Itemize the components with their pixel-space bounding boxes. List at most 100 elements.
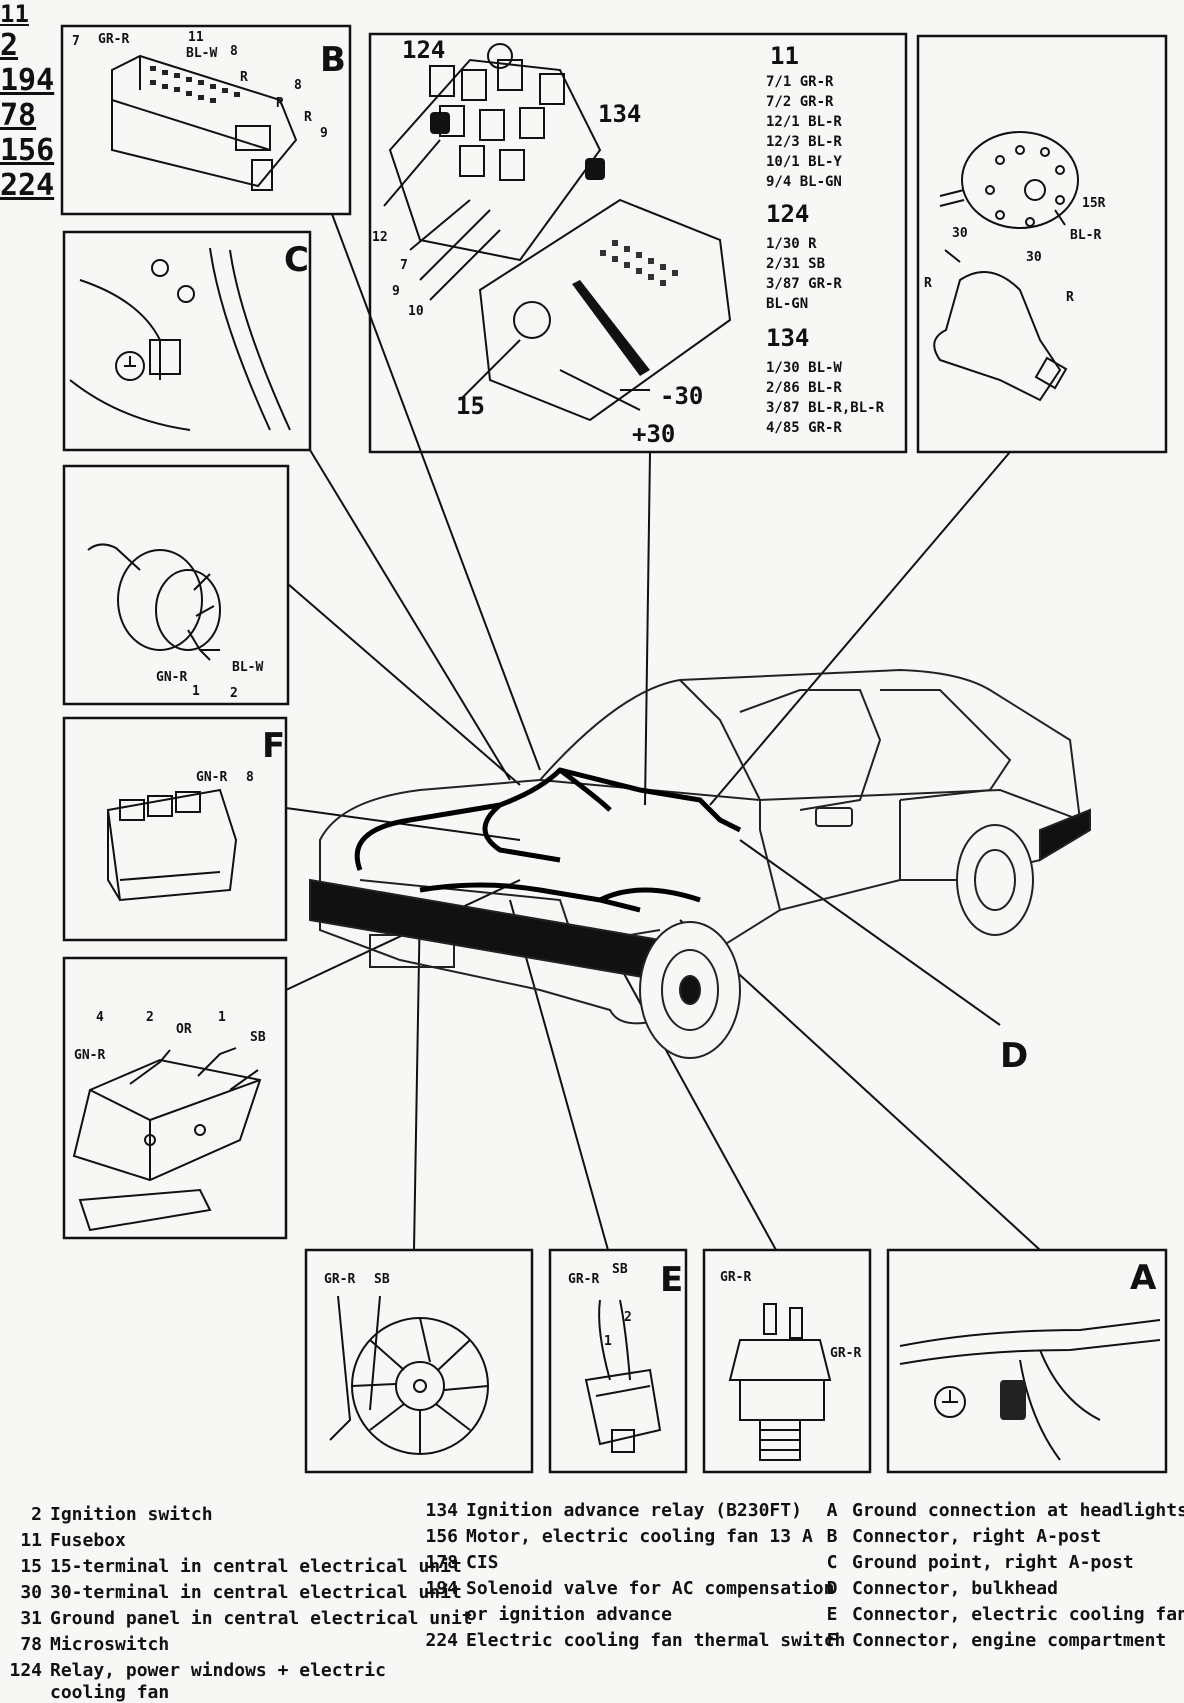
panel-224-wire-gr-r-b: GR-R	[830, 1346, 862, 1361]
legend-number: 31	[20, 1608, 42, 1629]
panel-11-frame	[368, 32, 908, 454]
legend-number: 30	[20, 1582, 42, 1603]
legend-text: Connector, right A-post	[852, 1526, 1102, 1547]
panel-F-frame	[62, 716, 288, 942]
group-11-line: 10/1 BL-Y	[766, 154, 842, 170]
panel-b-wire-rc: R	[304, 110, 312, 125]
panel-e-wire-gr-r: GR-R	[568, 1272, 600, 1287]
legend-item: cooling fan	[0, 1682, 169, 1703]
group-11-title: 11	[770, 42, 799, 70]
legend-text: Connector, bulkhead	[852, 1578, 1058, 1599]
legend-text: Connector, engine compartment	[852, 1630, 1167, 1651]
group-134-line: 3/87 BL-R,BL-R	[766, 400, 885, 416]
panel-194-wire-bl-w: BL-W	[232, 660, 264, 675]
panel-b-wire-gr-r: GR-R	[98, 32, 130, 47]
panel-f-label: F	[262, 726, 286, 766]
panel-78-wire-or: OR	[176, 1022, 192, 1037]
marker-12: 12	[372, 230, 388, 245]
legend-item: 156 Motor, electric cooling fan 13 A	[420, 1526, 813, 1547]
panel-b-wire-bl-w: BL-W	[186, 46, 218, 61]
connector-d-label: D	[1000, 1036, 1029, 1076]
panel-2-wire-rb: R	[1066, 290, 1074, 305]
panel-156-frame	[304, 1248, 534, 1474]
legend-number: 178	[425, 1552, 458, 1573]
panel-78-pin-1: 1	[218, 1010, 226, 1025]
panel-2-wire-bl-r: BL-R	[1070, 228, 1102, 243]
legend-text: Ignition switch	[50, 1504, 213, 1525]
group-124-line: 3/87 GR-R	[766, 276, 842, 292]
legend-number: 11	[20, 1530, 42, 1551]
group-11-line: 12/3 BL-R	[766, 134, 842, 150]
panel-156-wire-gr-r: GR-R	[324, 1272, 356, 1287]
group-11-line: 9/4 BL-GN	[766, 174, 842, 190]
legend-letter: C	[826, 1552, 838, 1573]
legend-item: B Connector, right A-post	[820, 1526, 1102, 1547]
panel-194-number: 194	[0, 63, 55, 98]
legend-letter: A	[826, 1500, 838, 1521]
legend-text: 30-terminal in central electrical unit	[50, 1582, 462, 1603]
panel-2-wire-ra: R	[924, 276, 932, 291]
group-11-line: 7/2 GR-R	[766, 94, 834, 110]
legend-text: Relay, power windows + electric	[50, 1660, 386, 1681]
panel-224-frame	[702, 1248, 872, 1474]
marker-plus-30: +30	[632, 420, 676, 448]
panel-b-wire-8a: 8	[230, 44, 238, 59]
panel-78-wire-gn-r: GN-R	[74, 1048, 106, 1063]
panel-b-wire-rb: R	[276, 96, 284, 111]
legend-number: 156	[425, 1526, 458, 1547]
panel-f-wire-8: 8	[246, 770, 254, 785]
panel-f-wire-gn-r: GN-R	[196, 770, 228, 785]
legend-text: Electric cooling fan thermal switch	[466, 1630, 846, 1651]
panel-2-frame	[916, 34, 1168, 454]
marker-124: 124	[402, 36, 446, 64]
panel-78-pin-4: 4	[96, 1010, 104, 1025]
panel-e-pin-2: 2	[624, 1310, 632, 1325]
group-134-line: 4/85 GR-R	[766, 420, 842, 436]
panel-78-frame	[62, 956, 288, 1240]
panel-2-wire-30b: 30	[1026, 250, 1042, 265]
group-134-line: 1/30 BL-W	[766, 360, 842, 376]
legend-letter: F	[826, 1630, 838, 1651]
legend-text: Motor, electric cooling fan 13 A	[466, 1526, 813, 1547]
panel-2-wire-15r: 15R	[1082, 196, 1106, 211]
panel-2-wire-30a: 30	[952, 226, 968, 241]
panel-78-number: 78	[0, 98, 37, 133]
group-11-line: 12/1 BL-R	[766, 114, 842, 130]
group-124-line: BL-GN	[766, 296, 809, 312]
panel-b-label: B	[320, 40, 346, 80]
panel-b-wire-11: 11	[188, 30, 204, 45]
marker-minus-30: -30	[660, 382, 704, 410]
legend-text: Microswitch	[50, 1634, 170, 1655]
marker-10: 10	[408, 304, 424, 319]
panel-78-wire-sb: SB	[250, 1030, 266, 1045]
panel-11-number: 11	[0, 0, 29, 28]
legend-item: or ignition advance	[420, 1604, 672, 1625]
panel-B-frame	[60, 24, 352, 216]
group-11-line: 7/1 GR-R	[766, 74, 834, 90]
legend-text: Solenoid valve for AC compensation	[466, 1578, 835, 1599]
legend-letter: B	[826, 1526, 838, 1547]
legend-number: 2	[31, 1504, 42, 1525]
legend-text: Ignition advance relay (B230FT)	[466, 1500, 802, 1521]
group-124-line: 1/30 R	[766, 236, 817, 252]
legend-text: Fusebox	[50, 1530, 126, 1551]
panel-b-wire-7: 7	[72, 34, 80, 49]
panel-194-pin-2: 2	[230, 686, 238, 701]
legend-item: 30 30-terminal in central electrical unit	[0, 1582, 462, 1603]
marker-9: 9	[392, 284, 400, 299]
marker-7: 7	[400, 258, 408, 273]
legend-text: cooling fan	[50, 1682, 170, 1703]
group-134-line: 2/86 BL-R	[766, 380, 842, 396]
panel-e-wire-sb: SB	[612, 1262, 628, 1277]
panel-A-frame	[886, 1248, 1168, 1474]
